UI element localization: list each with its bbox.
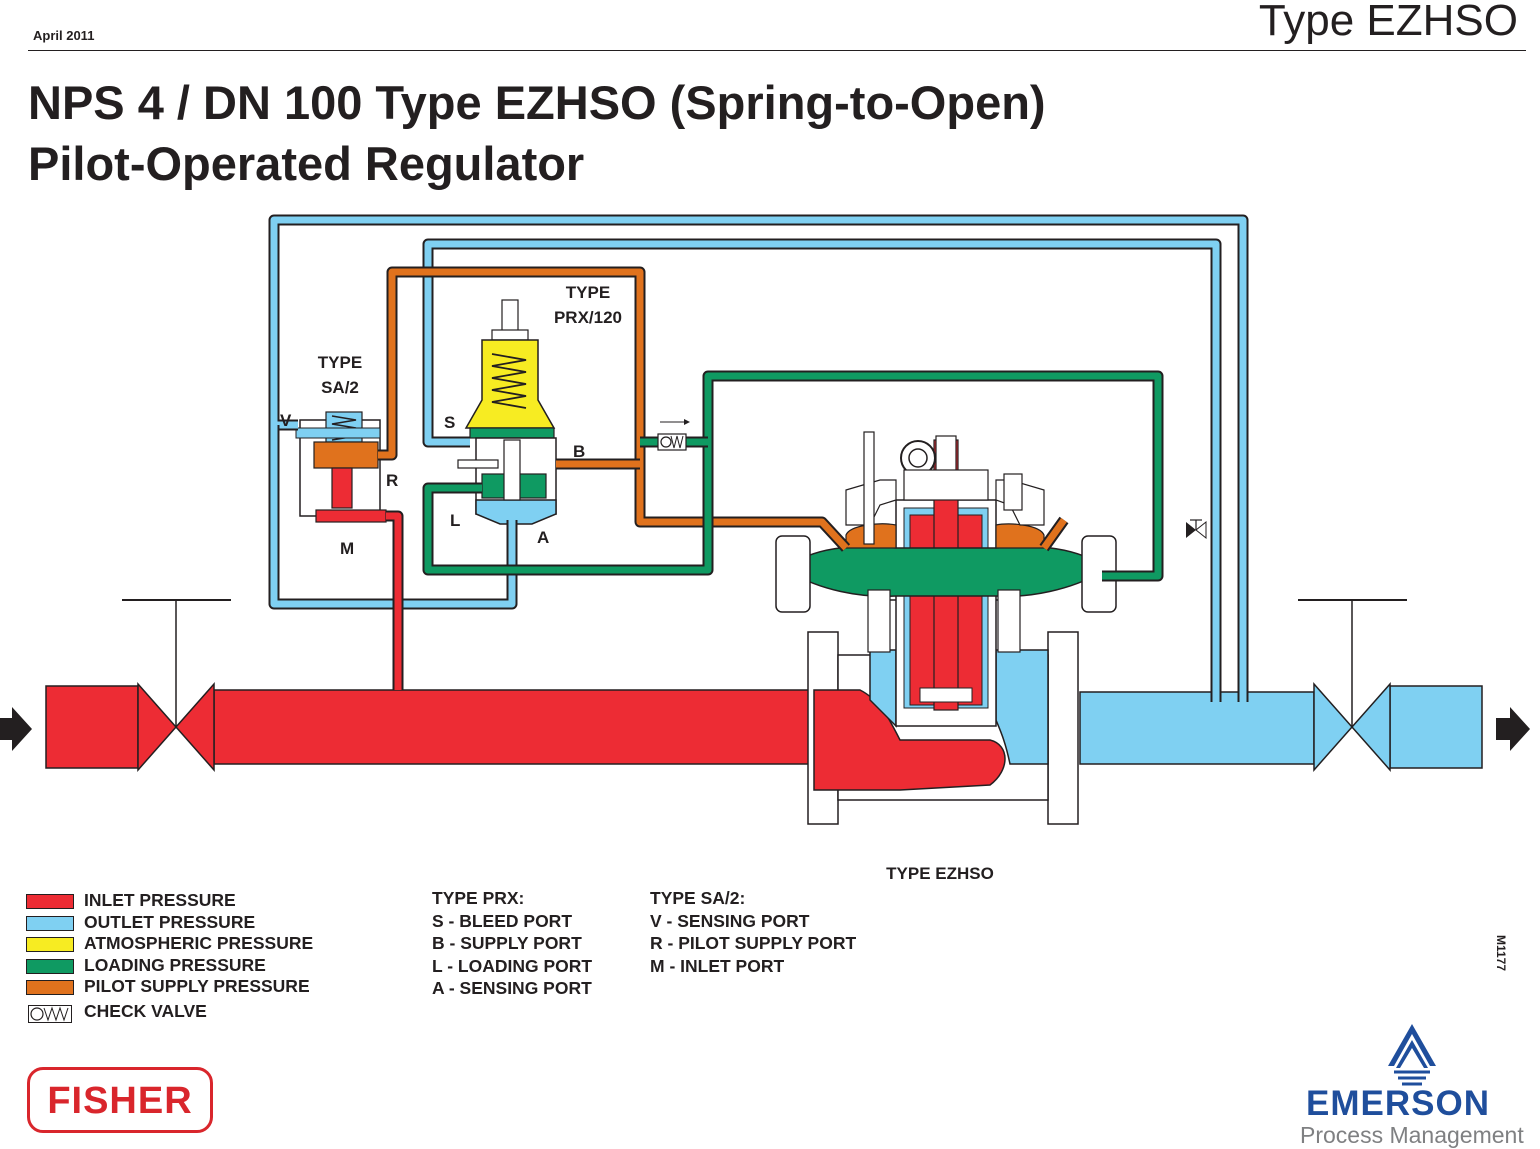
- outlet-sensing-line-outer: [268, 214, 1249, 702]
- sa2-type-label: TYPE: [318, 353, 362, 372]
- fisher-logo: FISHER: [27, 1067, 213, 1133]
- outlet-pipe-right: [1389, 685, 1483, 769]
- prx-type-label: TYPE: [566, 283, 610, 302]
- legend-swatch-outlet: [26, 915, 74, 931]
- ezhso-main-valve: [775, 431, 1117, 825]
- inlet-pipe-left: [45, 685, 139, 769]
- outlet-pipe-main: [1079, 691, 1315, 765]
- emerson-tagline: Process Management: [1300, 1122, 1524, 1148]
- sa2-key-line: R - PILOT SUPPLY PORT: [650, 933, 857, 953]
- control-lines: [268, 214, 1249, 702]
- inlet-flow-arrow: [0, 707, 32, 751]
- header-divider: [28, 50, 1526, 51]
- port-label-l: L: [450, 511, 460, 530]
- legend-label: LOADING PRESSURE: [84, 954, 266, 975]
- legend-label: CHECK VALVE: [84, 1000, 207, 1021]
- port-label-m: M: [340, 539, 354, 558]
- sa2-key-line: V - SENSING PORT: [650, 910, 810, 931]
- title-line-2: Pilot-Operated Regulator: [28, 137, 585, 190]
- document-date: April 2011: [33, 28, 95, 43]
- sa2-key-line: M - INLET PORT: [650, 955, 785, 976]
- prx-key-line: B - SUPPLY PORT: [432, 933, 582, 953]
- prx120-pilot: [457, 299, 557, 525]
- prx-port-key: TYPE PRX: S - BLEED PORT B - SUPPLY PORT…: [432, 887, 592, 1000]
- prx-key-line: L - LOADING PORT: [432, 955, 593, 976]
- port-label-r: R: [386, 471, 398, 490]
- main-valve-label: TYPE EZHSO: [886, 864, 994, 883]
- emerson-logo: EMERSON Process Management: [1300, 1020, 1530, 1148]
- prx-key-heading: TYPE PRX:: [432, 888, 525, 908]
- port-label-v: V: [280, 411, 292, 430]
- check-valve-icon: [657, 419, 690, 451]
- emerson-emblem-icon: [1388, 1024, 1436, 1086]
- figure-code: M1177: [1494, 935, 1508, 972]
- prx-key-line: A - SENSING PORT: [432, 978, 592, 998]
- legend-label: OUTLET PRESSURE: [84, 911, 256, 932]
- legend-swatch-atmospheric: [26, 937, 74, 952]
- outlet-block-valve: [1298, 599, 1407, 772]
- port-label-a: A: [537, 528, 549, 547]
- sa2-model-label: SA/2: [321, 378, 359, 397]
- legend-swatch-loading: [26, 958, 74, 974]
- port-label-s: S: [444, 413, 455, 432]
- outlet-flow-arrow: [1496, 707, 1530, 751]
- inlet-pipe-main: [213, 689, 815, 765]
- legend-label: PILOT SUPPLY PRESSURE: [84, 976, 310, 996]
- needle-valve-icon: [1186, 519, 1207, 540]
- emerson-wordmark: EMERSON: [1306, 1084, 1490, 1123]
- inlet-block-valve: [122, 599, 231, 772]
- port-label-b: B: [573, 442, 585, 461]
- main-pipeline: [0, 599, 1530, 772]
- legend-swatch-inlet: [26, 894, 74, 909]
- prx-model-label: PRX/120: [554, 308, 622, 327]
- prx-key-line: S - BLEED PORT: [432, 910, 573, 931]
- legend-label: INLET PRESSURE: [84, 890, 236, 910]
- sa2-pilot: [295, 411, 387, 523]
- title-line-1: NPS 4 / DN 100 Type EZHSO (Spring-to-Ope…: [28, 76, 1046, 129]
- document-type-heading: Type EZHSO: [1258, 0, 1518, 45]
- legend-swatch-pilot-supply: [26, 980, 74, 995]
- check-valve-icon: [28, 1004, 72, 1023]
- page-title: NPS 4 / DN 100 Type EZHSO (Spring-to-Ope…: [28, 72, 1046, 194]
- fisher-logo-text: FISHER: [47, 1080, 193, 1122]
- sa2-key-heading: TYPE SA/2:: [650, 888, 746, 908]
- sa2-port-key: TYPE SA/2: V - SENSING PORT R - PILOT SU…: [650, 887, 856, 977]
- legend-label: ATMOSPHERIC PRESSURE: [84, 933, 314, 953]
